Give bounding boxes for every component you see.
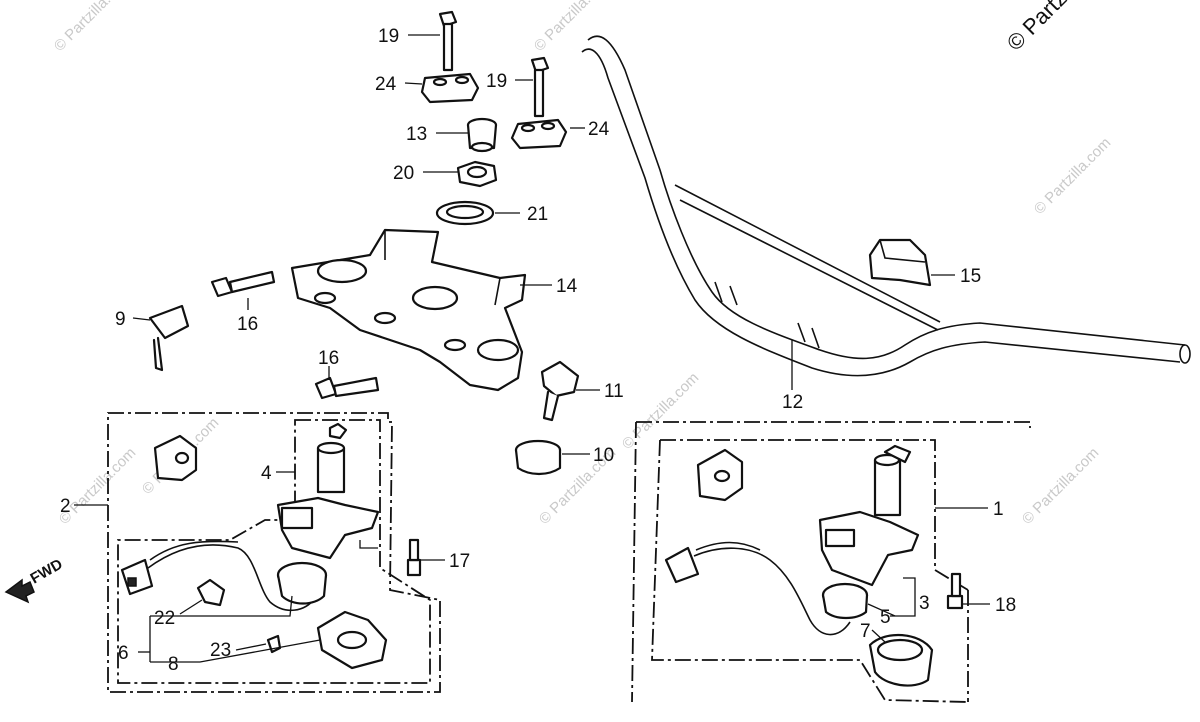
bolt-19-right <box>530 56 550 118</box>
watermark-tile: © Partzilla.com <box>531 0 614 55</box>
callout-10: 10 <box>593 445 614 466</box>
callout-24-right: 24 <box>588 119 610 140</box>
callouts: 19 24 19 24 13 20 21 14 15 16 9 16 11 12… <box>60 26 1016 675</box>
fwd-label: FWD <box>28 556 66 588</box>
bolt-16-upper <box>210 270 276 298</box>
callout-16-upper: 16 <box>237 314 258 335</box>
callout-4: 4 <box>261 463 272 484</box>
callout-24-left: 24 <box>375 74 397 95</box>
handlebar-upper-holder-right <box>510 118 568 150</box>
handlebar-upper-holder-left <box>420 72 480 104</box>
leader-lines <box>74 34 990 663</box>
callout-5: 5 <box>880 607 891 628</box>
callout-19-left: 19 <box>378 26 399 47</box>
bolt-19-left <box>438 10 458 72</box>
ignition-key <box>148 304 190 372</box>
grommet <box>514 439 562 476</box>
steering-stem-bush <box>466 117 498 153</box>
steering-top-bridge <box>290 228 527 392</box>
callout-9: 9 <box>115 309 126 330</box>
callout-18: 18 <box>995 595 1016 616</box>
callout-16-lower: 16 <box>318 348 339 369</box>
callout-17: 17 <box>449 551 470 572</box>
callout-23: 23 <box>210 640 231 661</box>
stem-nut <box>456 160 498 188</box>
callout-14: 14 <box>556 276 578 297</box>
ignition-switch-kit-left <box>107 412 441 693</box>
callout-12: 12 <box>782 392 803 413</box>
callout-3: 3 <box>919 593 930 614</box>
callout-21: 21 <box>527 204 548 225</box>
handlebar <box>581 35 1191 377</box>
forward-direction-indicator: FWD <box>4 556 66 604</box>
watermark-main: © Partz <box>1002 0 1072 56</box>
callout-7: 7 <box>860 621 871 642</box>
callout-13: 13 <box>406 124 427 145</box>
callout-20: 20 <box>393 163 414 184</box>
cable-guide <box>540 360 580 422</box>
watermarks: © Partzilla.com © Partzilla.com © Partzi… <box>51 0 1114 528</box>
callout-1: 1 <box>993 499 1004 520</box>
callout-22: 22 <box>154 608 175 629</box>
washer <box>435 200 495 226</box>
watermark-tile: © Partzilla.com <box>1019 444 1102 527</box>
callout-19-right: 19 <box>486 71 507 92</box>
watermark-tile: © Partzilla.com <box>51 0 134 55</box>
upper-holder-clip <box>868 238 932 287</box>
callout-8: 8 <box>168 654 179 675</box>
watermark-tile: © Partzilla.com <box>1031 134 1114 217</box>
callout-15: 15 <box>960 266 981 287</box>
callout-11: 11 <box>604 381 624 402</box>
callout-6: 6 <box>118 643 129 664</box>
callout-2: 2 <box>60 496 71 517</box>
bolt-16-lower <box>314 376 380 400</box>
ignition-switch-assy-right <box>631 421 1031 703</box>
